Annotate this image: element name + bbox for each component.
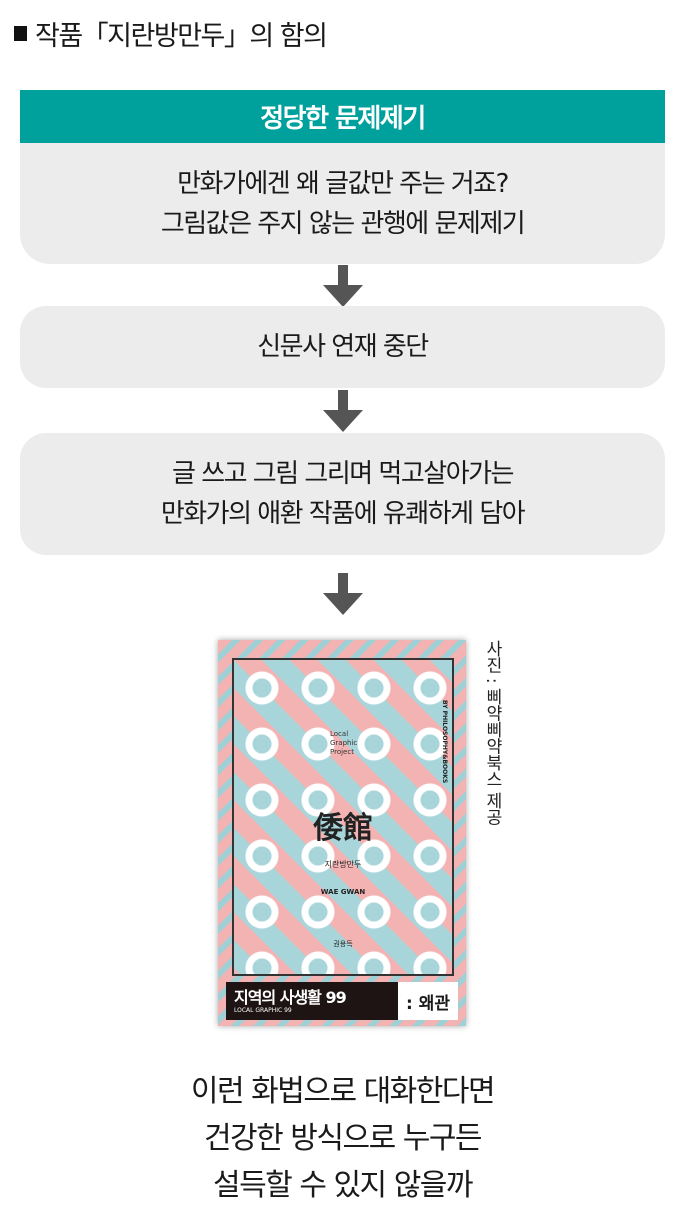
conclusion-line: 설득할 수 있지 않을까: [212, 1168, 474, 1203]
title-text: 작품「지란방만두」의 함의: [35, 21, 328, 52]
cover-publisher: BY PHILOSOPHY&BOOKS: [441, 700, 448, 784]
down-arrow-icon: [323, 265, 363, 307]
step-line: 신문사 연재 중단: [257, 332, 429, 362]
step-heading: 정당한 문제제기: [20, 90, 665, 143]
cover-pattern: Local Graphic Project 倭館 지란방만두 WAE GWAN …: [232, 658, 454, 976]
cover-author: 권용득: [333, 940, 353, 948]
cover-book-name: : 왜관: [398, 982, 458, 1020]
infographic-title: 작품「지란방만두」의 함의: [14, 14, 328, 53]
step-line: 그림값은 주지 않는 관행에 문제제기: [160, 208, 526, 239]
down-arrow-icon: [323, 573, 363, 615]
cover-wae-gwan: WAE GWAN: [320, 888, 366, 896]
book-cover-image: Local Graphic Project 倭館 지란방만두 WAE GWAN …: [218, 640, 466, 1026]
series-en: LOCAL GRAPHIC 99: [234, 1006, 292, 1014]
cover-subtitle: 지란방만두: [324, 860, 362, 869]
photo-credit: 사진 : 삐약삐약북스 제공: [482, 640, 502, 825]
step-card-3: 글 쓰고 그림 그리며 먹고살아가는 만화가의 애환 작품에 유쾌하게 담아: [20, 433, 665, 555]
step-line: 글 쓰고 그림 그리며 먹고살아가는: [172, 459, 514, 489]
step-card-1: 정당한 문제제기 만화가에겐 왜 글값만 주는 거죠? 그림값은 주지 않는 관…: [20, 90, 665, 264]
conclusion: 이런 화법으로 대화한다면 건강한 방식으로 누구든 설득할 수 있지 않을까: [0, 1068, 685, 1209]
down-arrow-icon: [323, 390, 363, 432]
cover-project: Local Graphic Project: [330, 730, 358, 756]
series-title: 지역의 사생활 99: [234, 987, 347, 1007]
step-line: 만화가의 애환 작품에 유쾌하게 담아: [160, 499, 526, 529]
cover-hanja-title: 倭館: [313, 811, 373, 846]
conclusion-line: 이런 화법으로 대화한다면: [190, 1074, 496, 1109]
step-line: 만화가에겐 왜 글값만 주는 거죠?: [177, 168, 509, 199]
bullet-square-icon: [14, 26, 27, 41]
step-card-2: 신문사 연재 중단: [20, 306, 665, 388]
conclusion-line: 건강한 방식으로 누구든: [203, 1121, 483, 1156]
